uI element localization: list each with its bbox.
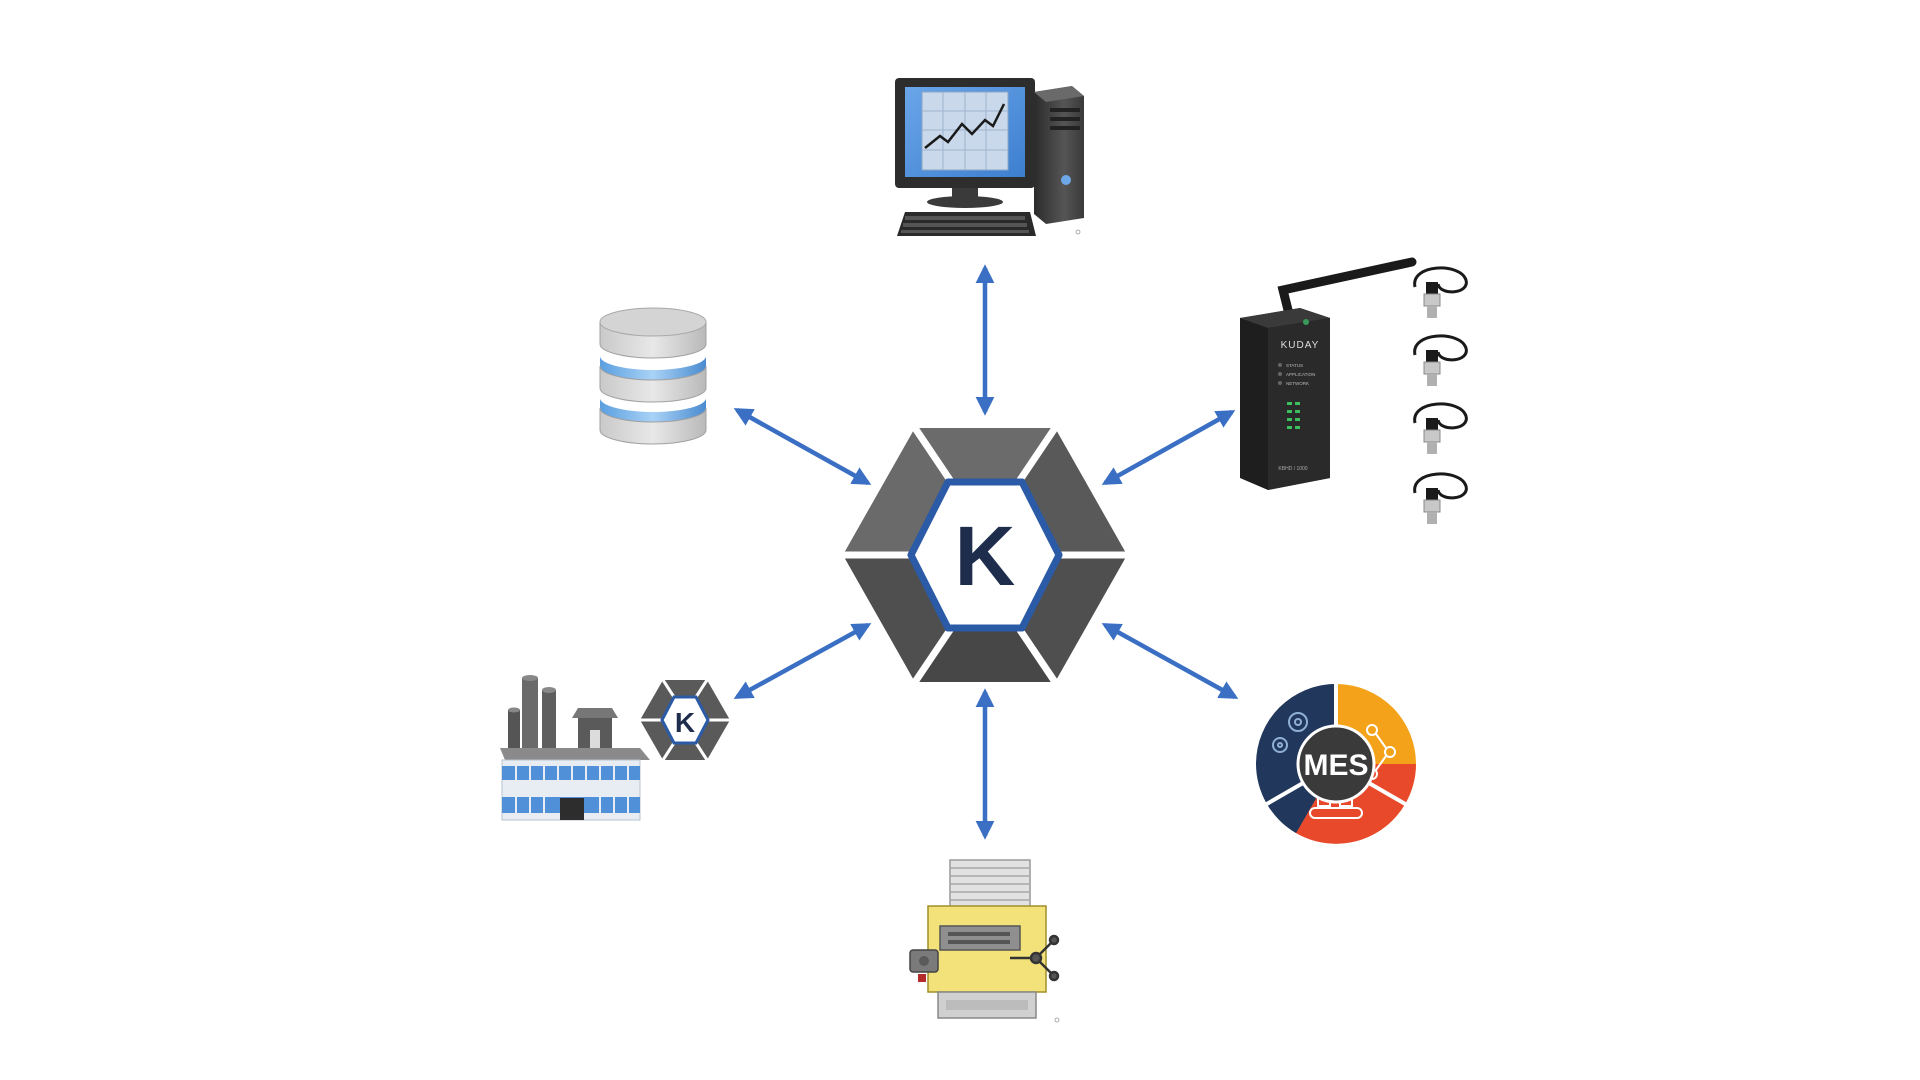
- pressure-sensor-icon: [1413, 472, 1468, 524]
- connection-arrows: [733, 264, 1239, 840]
- led-label-status: STATUS: [1286, 363, 1303, 368]
- gear-icon: [1272, 712, 1308, 753]
- cnc-machine: [909, 859, 1060, 1023]
- gateway-model: KBHD / 1000: [1278, 466, 1307, 472]
- led-label-network: NETWORK: [1286, 381, 1309, 386]
- pc-tower: [1034, 86, 1084, 224]
- database: [599, 307, 707, 445]
- handwheel-icon: [1010, 934, 1060, 982]
- factory-k-badge: K: [640, 679, 730, 761]
- gateway-brand: KUDAY: [1281, 340, 1320, 351]
- mes-cycle: MES: [1256, 682, 1416, 844]
- hub-logo-letter: K: [955, 509, 1016, 603]
- factory-badge-letter: K: [675, 707, 695, 738]
- computer-workstation: [895, 78, 1084, 236]
- arrow-factory: [733, 623, 872, 699]
- factory: K: [500, 675, 730, 821]
- arrow-gateway: [1101, 410, 1236, 485]
- pressure-sensor-icon: [1413, 334, 1468, 386]
- arrow-database: [733, 408, 872, 485]
- mes-label: MES: [1303, 749, 1368, 782]
- central-hub-logo: K: [839, 424, 1131, 686]
- arrow-mes: [1101, 623, 1239, 699]
- iot-gateway: KUDAY STATUS APPLICATION NETWORK KBHD / …: [1240, 257, 1468, 524]
- antenna: [1277, 257, 1417, 323]
- pressure-sensor-icon: [1413, 266, 1468, 318]
- chart-line-icon: [924, 103, 1006, 149]
- pressure-sensor-icon: [1413, 402, 1468, 454]
- led-label-application: APPLICATION: [1286, 372, 1315, 377]
